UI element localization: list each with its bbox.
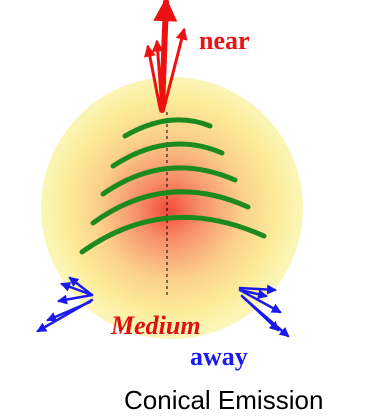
medium-label: Medium	[110, 311, 201, 340]
near-arrow-main	[162, 2, 166, 110]
near-label: near	[199, 26, 250, 55]
medium-glow	[41, 77, 303, 339]
caption: Conical Emission	[124, 385, 323, 415]
away-label: away	[190, 342, 248, 371]
